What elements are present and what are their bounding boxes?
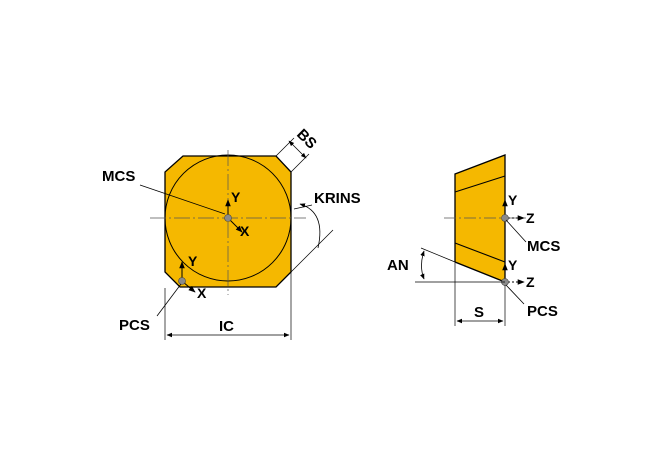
krins-angle-arc bbox=[299, 203, 321, 249]
bs-dimension-line bbox=[288, 140, 307, 159]
pcs-leader-line bbox=[156, 283, 182, 317]
ic-label: IC bbox=[219, 318, 234, 335]
pcs-origin-dot bbox=[178, 277, 186, 285]
side-mcs-label: MCS bbox=[527, 238, 560, 255]
pcs-x-label: X bbox=[197, 285, 207, 301]
side-mcs-y-label: Y bbox=[508, 192, 518, 208]
side-pcs-label: PCS bbox=[527, 303, 558, 320]
side-mcs-z-label: Z bbox=[526, 210, 535, 226]
an-angle-arc bbox=[420, 250, 425, 280]
side-upper-edge bbox=[454, 175, 506, 193]
mcs-x-label: X bbox=[240, 223, 250, 239]
side-lower-edge bbox=[454, 242, 506, 263]
krins-label: KRINS bbox=[314, 190, 361, 207]
pcs-y-label: Y bbox=[188, 253, 198, 269]
side-pcs-leader-line bbox=[505, 284, 525, 305]
insert-side-body bbox=[454, 154, 506, 283]
krins-extension-line bbox=[290, 229, 334, 273]
pcs-label: PCS bbox=[119, 317, 150, 334]
s-label: S bbox=[474, 304, 484, 321]
mcs-origin-dot bbox=[224, 214, 232, 222]
an-extension-line bbox=[420, 247, 456, 263]
side-pcs-z-label: Z bbox=[526, 274, 535, 290]
side-mcs-origin-dot bbox=[501, 214, 509, 222]
krins-leader-line bbox=[293, 204, 313, 210]
bs-extension-1 bbox=[275, 137, 295, 157]
front-view: Y X MCS Y X PCS IC BS KRINS bbox=[102, 126, 361, 340]
an-label: AN bbox=[387, 257, 409, 274]
side-mcs-leader-line bbox=[505, 219, 527, 243]
side-view: Y Z MCS Y Z PCS AN S bbox=[387, 154, 560, 326]
mcs-x-axis-arrow bbox=[228, 218, 243, 233]
mcs-y-label: Y bbox=[231, 189, 241, 205]
mcs-leader-line bbox=[139, 184, 226, 215]
side-pcs-y-label: Y bbox=[508, 257, 518, 273]
pcs-x-axis-arrow bbox=[182, 281, 196, 293]
bs-label: BS bbox=[293, 126, 320, 153]
bs-extension-2 bbox=[290, 153, 310, 173]
mcs-label: MCS bbox=[102, 168, 135, 185]
